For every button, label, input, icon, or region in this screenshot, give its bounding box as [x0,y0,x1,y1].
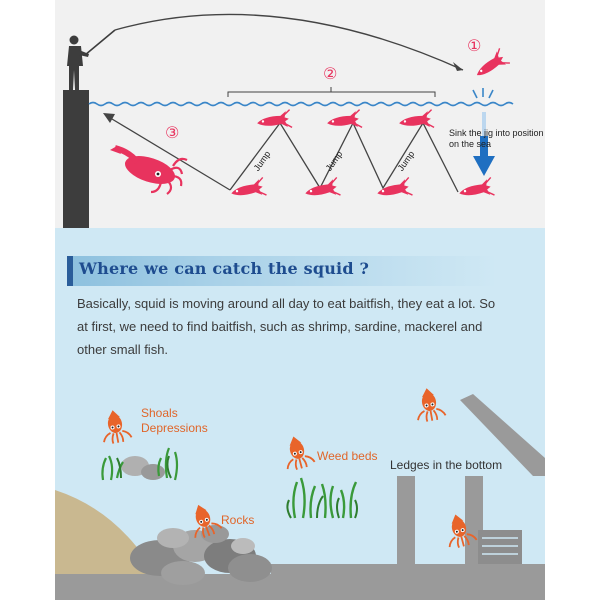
section-heading: Where we can catch the squid ? [79,259,370,278]
shoal-weeds [101,447,179,481]
angler-figure [67,35,89,90]
technique-panel: ① ② ③ Jump Jump Jump Sink the jig into p… [55,0,545,228]
technique-drawing [63,13,514,228]
jig [302,176,342,203]
cast-line [114,13,464,71]
jig [374,176,414,203]
habitat-label-weed-beds: Weed beds [317,449,378,463]
sand-slope [55,490,155,600]
weed-bed [286,477,358,519]
jig [255,108,293,133]
heading-band [67,256,497,286]
pier [63,90,89,228]
squid-pink-icon [110,145,188,195]
jig [228,176,268,203]
sink-jig-label: Sink the jig into position on the sea [449,128,544,149]
intro-paragraph: Basically, squid is moving around all da… [77,296,496,357]
habitat-label-ledges: Ledges in the bottom [390,458,503,472]
retrieve-path [106,115,231,191]
jig [456,176,496,203]
habitat-label-shoals: Shoals [141,406,178,420]
jig [325,108,363,133]
step-3-marker: ③ [165,123,180,142]
squid-orange-icon [97,406,133,447]
splash [472,88,494,99]
habitat-panel: Where we can catch the squid ? Basically… [55,228,545,600]
retrieve-arrowhead [103,113,115,123]
habitat-label-depressions: Depressions [141,421,208,435]
fishing-rod [84,29,116,56]
sink-arrow [473,156,495,176]
sea-floor [55,574,545,600]
step-2-marker: ② [323,64,338,83]
jig [397,108,435,133]
cast-arrowhead [453,62,463,71]
ledge-structure [271,394,545,576]
habitat-label-rocks: Rocks [221,513,255,527]
habitat-drawing [55,384,545,600]
step-1-marker: ① [467,36,482,55]
jump-bracket [227,91,436,97]
squid-orange-icon [411,384,447,425]
water-surface [88,101,514,107]
rocks-pile [130,525,272,585]
squid-orange-icon [278,431,317,473]
